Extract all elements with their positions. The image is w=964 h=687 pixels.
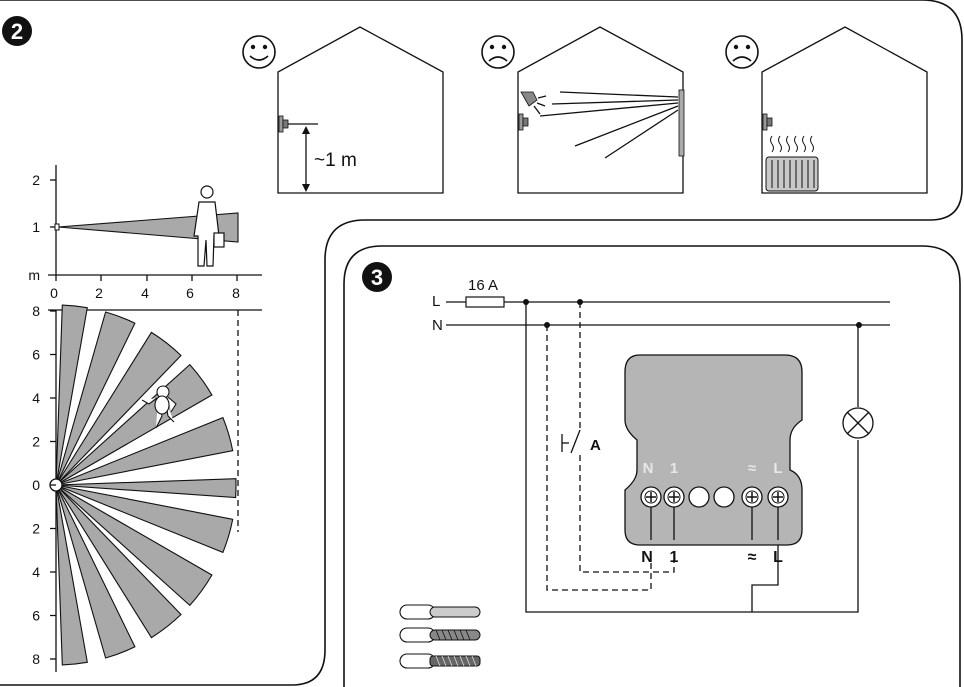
fuse-icon — [465, 296, 505, 308]
side-x-tick: 4 — [141, 285, 149, 301]
wiring-diagram: L N 16 A A N 1 — [432, 277, 890, 613]
cable-stranded-icon — [399, 627, 481, 643]
side-x-tick: 0 — [50, 285, 58, 301]
switch-label: A — [590, 437, 601, 454]
side-y-tick: 2 — [32, 172, 40, 188]
detection-sector — [55, 484, 213, 607]
terminal-screw-icon — [767, 486, 789, 508]
smiley-sad-icon — [481, 35, 515, 69]
panel-3-badge: 3 — [362, 262, 392, 292]
lamp-symbol-icon — [842, 407, 874, 439]
side-view-chart: 2 1 m 0 2 4 6 8 — [28, 165, 262, 301]
terminal-top-label: 1 — [670, 460, 678, 477]
detection-sector — [55, 484, 234, 554]
top-y-tick: 2 — [32, 434, 40, 450]
detector-icon — [278, 115, 284, 133]
side-x-tick: 6 — [186, 285, 194, 301]
side-y-unit: m — [28, 267, 40, 283]
terminal-block — [640, 486, 789, 508]
terminal-bottom-label: L — [773, 549, 783, 566]
smiley-sad-icon — [725, 35, 759, 69]
side-x-tick: 2 — [95, 285, 103, 301]
top-y-tick: 6 — [32, 347, 40, 363]
terminal-screw-icon — [640, 486, 662, 508]
detection-sector — [55, 484, 88, 666]
house-good-mounting: ~1 m — [277, 26, 444, 194]
detection-sector — [55, 416, 234, 486]
svg-text:2: 2 — [11, 19, 23, 44]
detection-sector — [55, 311, 136, 486]
radiator-icon — [765, 156, 819, 192]
top-y-tick: 6 — [32, 608, 40, 624]
top-y-tick: 2 — [32, 521, 40, 537]
top-y-tick: 4 — [32, 564, 40, 580]
heat-waves-icon — [770, 135, 814, 153]
detection-sector — [55, 484, 136, 659]
terminal-bottom-label: N — [641, 549, 653, 566]
detector-icon — [518, 113, 524, 131]
top-view-chart: 8 6 4 2 0 2 4 6 8 — [32, 303, 262, 672]
terminal-bottom-label: 1 — [670, 549, 679, 566]
terminal-top-label: ≈ — [748, 460, 756, 477]
terminal-bottom-label: ≈ — [748, 549, 757, 566]
panel-2-badge: 2 — [2, 16, 32, 46]
line-L-label: L — [432, 293, 440, 310]
top-y-tick: 8 — [32, 651, 40, 667]
side-y-tick: 1 — [32, 219, 40, 235]
house-bad-radiator — [761, 26, 928, 194]
detector-icon — [762, 113, 768, 131]
detection-sector — [55, 304, 88, 486]
pushbutton-icon — [561, 429, 581, 454]
walking-person-icon — [141, 385, 177, 429]
lamp-icon — [520, 91, 538, 107]
detection-sector — [55, 363, 213, 486]
top-y-tick: 0 — [32, 477, 40, 493]
terminal-screw-icon — [663, 486, 685, 508]
house-bad-lamp — [517, 26, 685, 194]
detection-fan — [55, 304, 237, 666]
person-icon — [193, 185, 225, 267]
top-y-tick: 4 — [32, 390, 40, 406]
terminal-empty — [688, 486, 710, 508]
terminal-top-label: N — [643, 460, 654, 477]
cable-stripping-icons — [399, 604, 481, 669]
line-N-label: N — [432, 317, 443, 334]
terminal-screw-icon — [741, 486, 763, 508]
detection-sector — [55, 484, 182, 639]
terminal-top-label: L — [773, 460, 782, 477]
side-x-tick: 8 — [232, 285, 240, 301]
terminal-empty — [713, 486, 735, 508]
detection-sector — [55, 478, 237, 499]
detection-sector — [55, 331, 182, 486]
panel-3-border — [343, 245, 961, 687]
cable-ferrule-icon — [399, 653, 481, 669]
height-label: ~1 m — [314, 150, 357, 171]
fuse-label: 16 A — [468, 277, 498, 294]
cable-sheath-icon — [399, 604, 481, 620]
top-y-tick: 8 — [32, 303, 40, 319]
smiley-happy-icon — [242, 35, 276, 69]
svg-text:3: 3 — [371, 265, 383, 290]
window-icon — [678, 89, 685, 157]
side-detection-cone — [57, 212, 239, 243]
